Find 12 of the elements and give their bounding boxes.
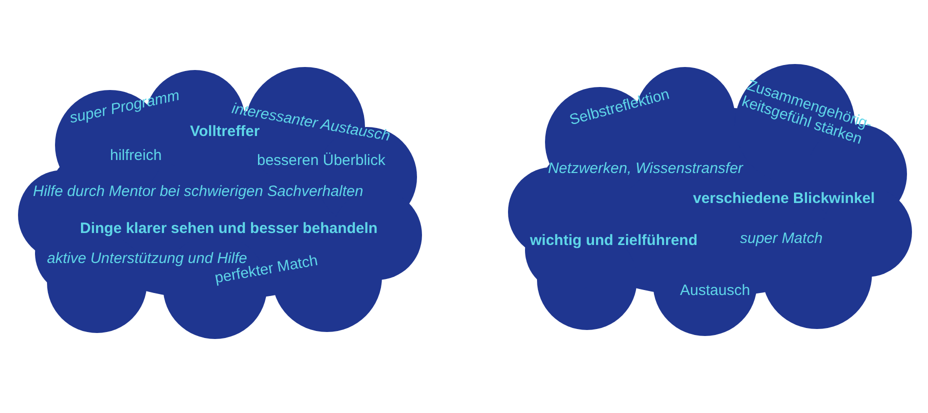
cloud-phrase: Austausch (680, 282, 750, 300)
cloud-phrase: super Match (740, 230, 823, 248)
cloud-phrase: Netzwerken, Wissenstransfer (548, 160, 743, 178)
cloud-phrase: aktive Unterstützung und Hilfe (47, 250, 248, 267)
cloud-phrase: wichtig und zielführend (530, 232, 698, 250)
cloud-phrase: besseren Überblick (257, 152, 386, 170)
cloud-phrase: Volltreffer (190, 123, 260, 140)
cloud-phrase: Hilfe durch Mentor bei schwierigen Sachverhalten (33, 183, 364, 200)
cloud-phrase: Dinge klarer sehen und besser behandeln (80, 220, 378, 238)
cloud-phrase: verschiedene Blickwinkel (693, 190, 875, 208)
cloud-phrase: super Programm (68, 86, 182, 128)
cloud-phrase: hilfreich (110, 147, 162, 164)
